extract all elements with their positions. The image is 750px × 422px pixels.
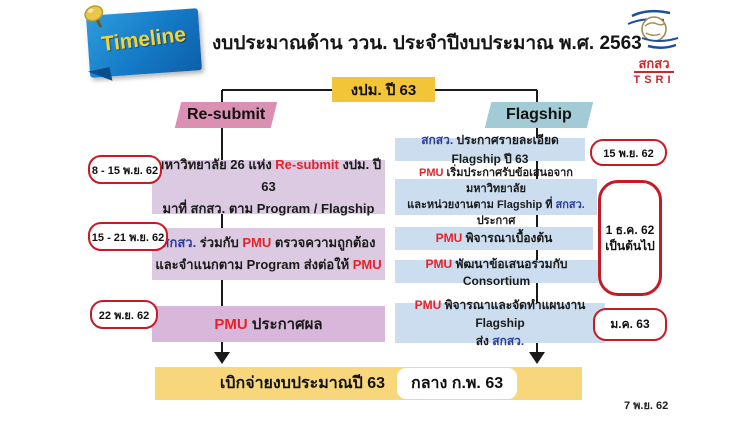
root-box: งปม. ปี 63 (332, 77, 435, 102)
flagship-step-1: สกสว. ประกาศรายละเอียด Flagship ปี 63 (395, 133, 585, 166)
branch-flagship-header: Flagship (484, 102, 594, 128)
sticky-note: Timeline (84, 5, 203, 86)
resubmit-step-1: มหาวิทยาลัย 26 แห่ง Re-submit งปม. ปี 63… (152, 157, 385, 216)
flagship-step-3: PMU พิจารณาเบื้องต้น (395, 227, 593, 250)
tsri-logo: สกสว TSRI (616, 8, 692, 86)
step-text: PMU เริ่มประกาศรับข้อเสนอจากมหาวิทยาลัย (419, 167, 573, 195)
step-text: มหาวิทยาลัย 26 แห่ง Re-submit งปม. ปี 63 (155, 157, 382, 194)
step-text: และจำแนกตาม Program ส่งต่อให้ PMU (155, 257, 382, 272)
step-text: มาที่ สกสว. ตาม Program / Flagship (162, 201, 375, 216)
step-text: สกสว. ประกาศรายละเอียด Flagship ปี 63 (421, 132, 559, 166)
date-badge-resubmit-1: 8 - 15 พ.ย. 62 (88, 155, 162, 184)
duration-bracket: 1 ธ.ค. 62 เป็นต้นไป (598, 180, 662, 296)
flagship-step-4: PMU พัฒนาข้อเสนอร่วมกับ Consortium (395, 257, 598, 288)
branch-resubmit-label: Re-submit (186, 106, 266, 123)
step-text: PMU พิจารณาและจัดทำแผนงาน Flagship (414, 298, 586, 330)
bottom-date-badge: กลาง ก.พ. 63 (397, 368, 518, 399)
branch-resubmit-header: Re-submit (174, 102, 278, 128)
date-badge-resubmit-3: 22 พ.ย. 62 (90, 300, 158, 329)
page-title: งบประมาณด้าน ววน. ประจำปีงบประมาณ พ.ศ. 2… (212, 33, 642, 54)
duration-line1: 1 ธ.ค. 62 (605, 223, 655, 237)
date-badge-resubmit-2: 15 - 21 พ.ย. 62 (88, 222, 168, 251)
pushpin-icon (84, 5, 104, 28)
step-text: และหน่วยงานตาม Flagship ที่ สกสว. ประกาศ (407, 199, 585, 227)
footer-date: 7 พ.ย. 62 (624, 400, 669, 412)
step-text: ส่ง สกสว. (475, 334, 525, 348)
logo-abbr: TSRI (633, 74, 675, 86)
logo-thai: สกสว (634, 56, 674, 73)
date-badge-flagship-1: 15 พ.ย. 62 (590, 139, 667, 166)
down-arrow-left (214, 352, 230, 364)
date-badge-flagship-5: ม.ค. 63 (593, 308, 667, 341)
resubmit-step-2: สกสว. ร่วมกับ PMU ตรวจความถูกต้อง และจำแ… (152, 228, 385, 280)
bottom-bar: เบิกจ่ายงบประมาณปี 63 กลาง ก.พ. 63 (155, 367, 582, 400)
resubmit-step-3: PMU ประกาศผล (152, 306, 385, 342)
bottom-bar-label: เบิกจ่ายงบประมาณปี 63 (219, 375, 386, 392)
duration-line2: เป็นต้นไป (605, 239, 655, 253)
step-text: PMU พัฒนาข้อเสนอร่วมกับ Consortium (425, 257, 568, 288)
down-arrow-right (529, 352, 545, 364)
flagship-step-5: PMU พิจารณาและจัดทำแผนงาน Flagship ส่ง ส… (395, 298, 605, 348)
step-text: สกสว. ร่วมกับ PMU ตรวจความถูกต้อง (161, 235, 376, 250)
branch-flagship-label: Flagship (506, 106, 572, 123)
step-text: PMU พิจารณาเบื้องต้น (435, 231, 553, 245)
globe-icon (627, 9, 679, 49)
flagship-step-2: PMU เริ่มประกาศรับข้อเสนอจากมหาวิทยาลัย … (395, 167, 597, 227)
step-text: PMU ประกาศผล (214, 316, 323, 333)
